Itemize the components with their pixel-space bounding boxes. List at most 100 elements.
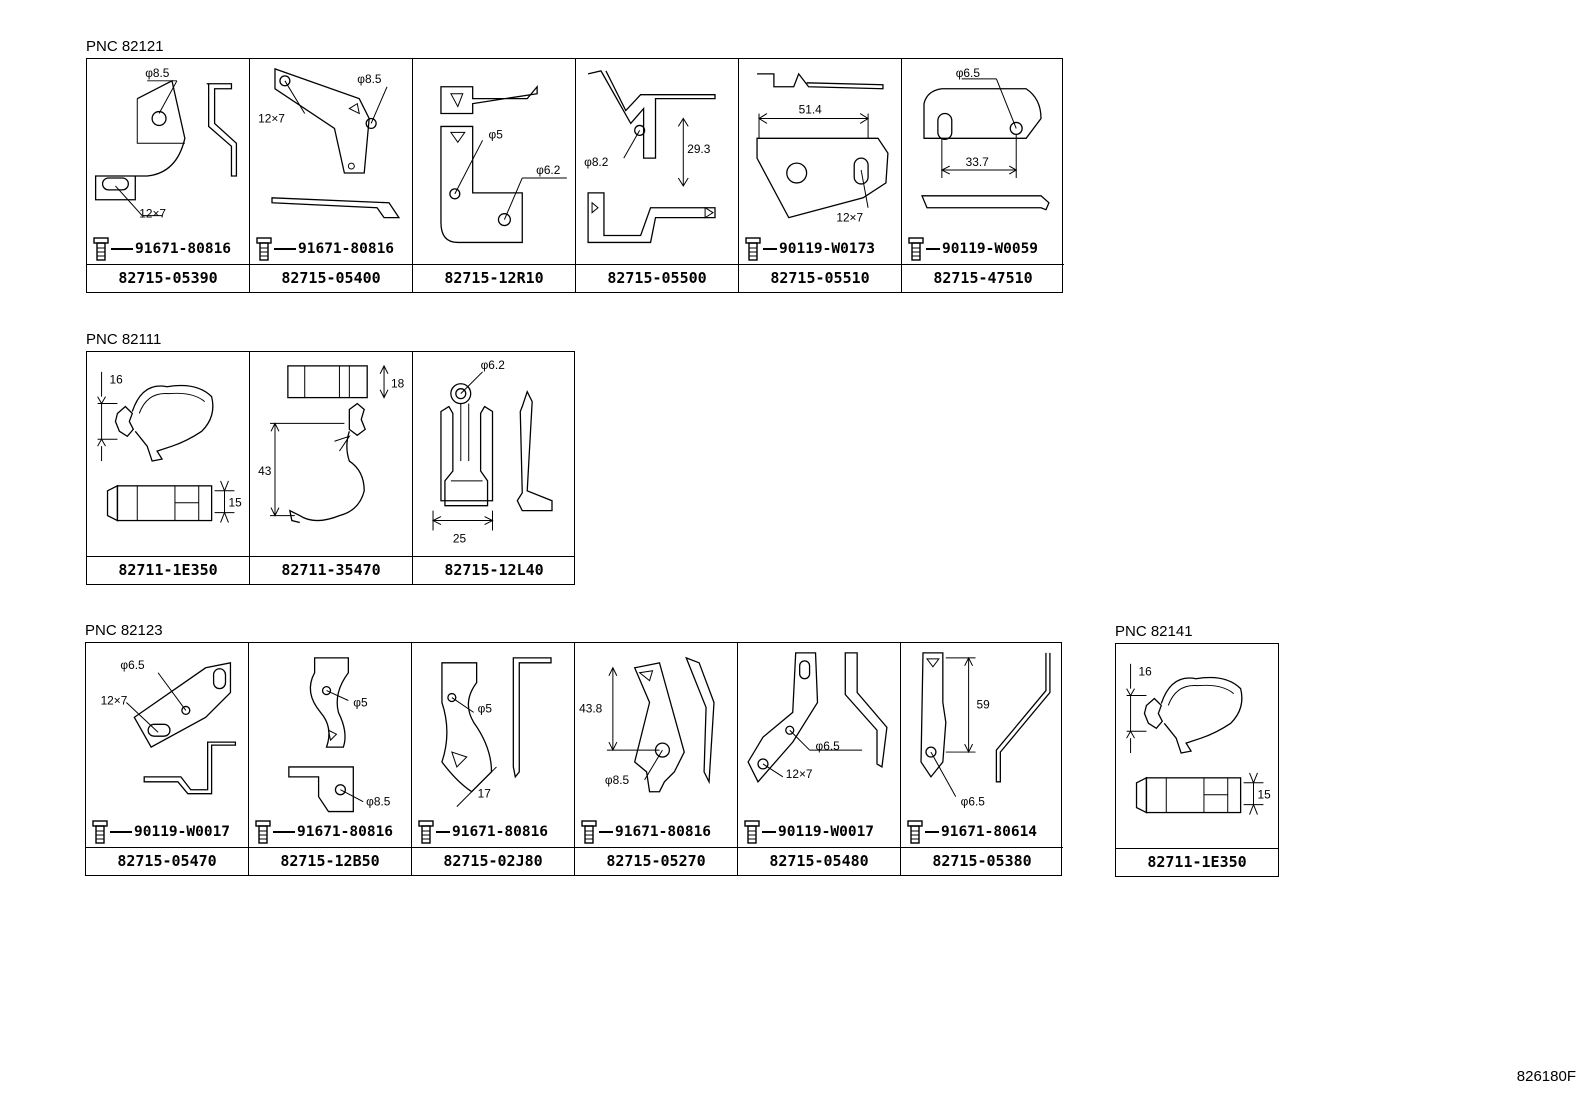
dim-label: 17 bbox=[478, 787, 491, 801]
dim-label: 18 bbox=[391, 377, 405, 391]
part-number-label[interactable]: 82711-1E350 bbox=[87, 556, 249, 584]
part-cell-82715-02J80[interactable]: φ5 17 91671-80816 82715-02J80 bbox=[411, 643, 574, 875]
part-number-label[interactable]: 82715-05400 bbox=[250, 264, 412, 292]
dim-label: φ8.5 bbox=[366, 795, 391, 809]
bracket-drawing: φ6.5 12×7 bbox=[747, 652, 888, 783]
pnc-82121-title: PNC 82121 bbox=[86, 38, 164, 55]
dim-label: 16 bbox=[110, 373, 124, 387]
dim-label: 43.8 bbox=[579, 701, 603, 715]
dim-label: 59 bbox=[977, 697, 991, 711]
bracket-drawing: φ6.5 12×7 bbox=[101, 658, 237, 795]
dim-label: φ8.5 bbox=[605, 773, 630, 787]
part-cell-82715-05380[interactable]: 59 φ6.5 91671-80614 82715-05380 bbox=[900, 643, 1063, 875]
part-cell-82715-47510[interactable]: φ6.5 33.7 90119-W0059 82715-47510 bbox=[901, 59, 1064, 292]
part-cell-82715-05480[interactable]: φ6.5 12×7 90119-W0017 82715-05480 bbox=[737, 643, 900, 875]
dim-label: 15 bbox=[1257, 788, 1271, 802]
bolt-part-number[interactable]: 91671-80614 bbox=[941, 824, 1038, 840]
bolt-row: 90119-W0017 bbox=[742, 819, 874, 845]
pnc-82111-title: PNC 82111 bbox=[86, 331, 162, 348]
part-number-label[interactable]: 82711-1E350 bbox=[1116, 848, 1278, 876]
bolt-row: 90119-W0059 bbox=[906, 236, 1038, 262]
bolt-row: 91671-80816 bbox=[579, 819, 711, 845]
dim-label: 29.3 bbox=[687, 142, 711, 156]
dim-label: 33.7 bbox=[966, 155, 989, 169]
dim-label: 12×7 bbox=[101, 693, 128, 707]
part-number-label[interactable]: 82715-05500 bbox=[576, 264, 738, 292]
bolt-icon bbox=[256, 237, 272, 261]
dim-label: 12×7 bbox=[836, 211, 863, 225]
part-number-label[interactable]: 82715-05480 bbox=[738, 847, 900, 875]
bolt-part-number[interactable]: 91671-80816 bbox=[297, 824, 394, 840]
part-cell-82711-1E350[interactable]: 16 15 82711-1E350 bbox=[1116, 644, 1278, 876]
clip-drawing: 18 43 bbox=[258, 364, 405, 524]
part-number-label[interactable]: 82715-05380 bbox=[901, 847, 1063, 875]
part-cell-82711-1E350[interactable]: 16 15 82711-1E350 bbox=[87, 352, 249, 584]
part-number-label[interactable]: 82715-05510 bbox=[739, 264, 901, 292]
bolt-icon bbox=[255, 820, 271, 844]
part-cell-82715-05390[interactable]: φ8.5 12×7 91671-80816 82715-05390 bbox=[87, 59, 249, 292]
dim-label: 51.4 bbox=[799, 103, 823, 117]
part-number-label[interactable]: 82715-05270 bbox=[575, 847, 737, 875]
bolt-row: 90119-W0173 bbox=[743, 236, 875, 262]
bolt-row: 91671-80816 bbox=[416, 819, 548, 845]
bolt-part-number[interactable]: 90119-W0059 bbox=[942, 241, 1039, 257]
dim-label: 12×7 bbox=[786, 767, 813, 781]
part-number-label[interactable]: 82715-12L40 bbox=[413, 556, 575, 584]
dim-label: 43 bbox=[258, 464, 272, 478]
bracket-drawing: 51.4 12×7 bbox=[756, 72, 889, 225]
bolt-icon bbox=[907, 820, 923, 844]
part-number-label[interactable]: 82715-12R10 bbox=[413, 264, 575, 292]
bracket-drawing: 59 φ6.5 bbox=[920, 652, 1051, 809]
dim-label: φ6.2 bbox=[536, 163, 560, 177]
dim-label: φ8.2 bbox=[584, 155, 608, 169]
bolt-part-number[interactable]: 91671-80816 bbox=[452, 824, 549, 840]
dim-label: φ6.5 bbox=[120, 658, 145, 672]
part-number-label[interactable]: 82715-05390 bbox=[87, 264, 249, 292]
bracket-drawing: φ8.5 12×7 bbox=[94, 66, 238, 221]
part-cell-82715-12L40[interactable]: φ6.2 25 82715-12L40 bbox=[412, 352, 575, 584]
bolt-part-number[interactable]: 91671-80816 bbox=[615, 824, 712, 840]
part-number-label[interactable]: 82715-05470 bbox=[86, 847, 248, 875]
part-number-label[interactable]: 82711-35470 bbox=[250, 556, 412, 584]
bolt-icon bbox=[581, 820, 597, 844]
part-cell-82715-05400[interactable]: φ8.5 12×7 91671-80816 82715-05400 bbox=[249, 59, 412, 292]
part-number-label[interactable]: 82715-47510 bbox=[902, 264, 1064, 292]
pnc-82121-group: φ8.5 12×7 91671-80816 82715-05390 φ8.5 bbox=[86, 58, 1064, 293]
part-cell-82715-12B50[interactable]: φ5 φ8.5 91671-80816 82715-12B50 bbox=[248, 643, 411, 875]
bolt-icon bbox=[745, 237, 761, 261]
bracket-drawing: φ5 φ8.5 bbox=[288, 657, 391, 813]
bracket-drawing: φ5 17 bbox=[441, 657, 552, 807]
dim-label: φ6.2 bbox=[481, 358, 505, 372]
part-cell-82715-05470[interactable]: φ6.5 12×7 90119-W0017 82715-05470 bbox=[86, 643, 248, 875]
dim-label: φ8.5 bbox=[145, 66, 170, 80]
dim-label: 15 bbox=[228, 496, 242, 510]
bolt-part-number[interactable]: 90119-W0017 bbox=[778, 824, 875, 840]
bolt-row: 90119-W0017 bbox=[90, 819, 230, 845]
part-number-label[interactable]: 82715-02J80 bbox=[412, 847, 574, 875]
bolt-icon bbox=[92, 820, 108, 844]
bolt-part-number[interactable]: 90119-W0173 bbox=[779, 241, 876, 257]
dim-label: φ6.5 bbox=[961, 795, 986, 809]
dim-label: 25 bbox=[453, 531, 467, 545]
part-cell-82715-05500[interactable]: 29.3 φ8.2 82715-05500 bbox=[575, 59, 738, 292]
dim-label: 12×7 bbox=[258, 111, 285, 125]
part-cell-82715-12R10[interactable]: φ5 φ6.2 82715-12R10 bbox=[412, 59, 575, 292]
part-cell-82715-05510[interactable]: 51.4 12×7 90119-W0173 82715-05510 bbox=[738, 59, 901, 292]
pnc-82141-group: 16 15 82711-1E350 bbox=[1115, 643, 1279, 877]
bolt-icon bbox=[418, 820, 434, 844]
part-cell-82715-05270[interactable]: 43.8 φ8.5 91671-80816 82715-05270 bbox=[574, 643, 737, 875]
bolt-part-number[interactable]: 90119-W0017 bbox=[134, 824, 231, 840]
bolt-part-number[interactable]: 91671-80816 bbox=[135, 241, 232, 257]
bolt-row: 91671-80816 bbox=[254, 236, 394, 262]
pnc-82111-group: 16 15 82711-1E350 18 43 82711-35470 bbox=[86, 351, 575, 585]
pnc-82123-title: PNC 82123 bbox=[85, 622, 163, 639]
part-number-label[interactable]: 82715-12B50 bbox=[249, 847, 411, 875]
bolt-part-number[interactable]: 91671-80816 bbox=[298, 241, 395, 257]
bolt-icon bbox=[908, 237, 924, 261]
bolt-icon bbox=[93, 237, 109, 261]
dim-label: 12×7 bbox=[139, 207, 166, 221]
pnc-82123-group: φ6.5 12×7 90119-W0017 82715-05470 φ5 φ8.… bbox=[85, 642, 1063, 876]
part-cell-82711-35470[interactable]: 18 43 82711-35470 bbox=[249, 352, 412, 584]
bolt-row: 91671-80614 bbox=[905, 819, 1037, 845]
bolt-icon bbox=[744, 820, 760, 844]
